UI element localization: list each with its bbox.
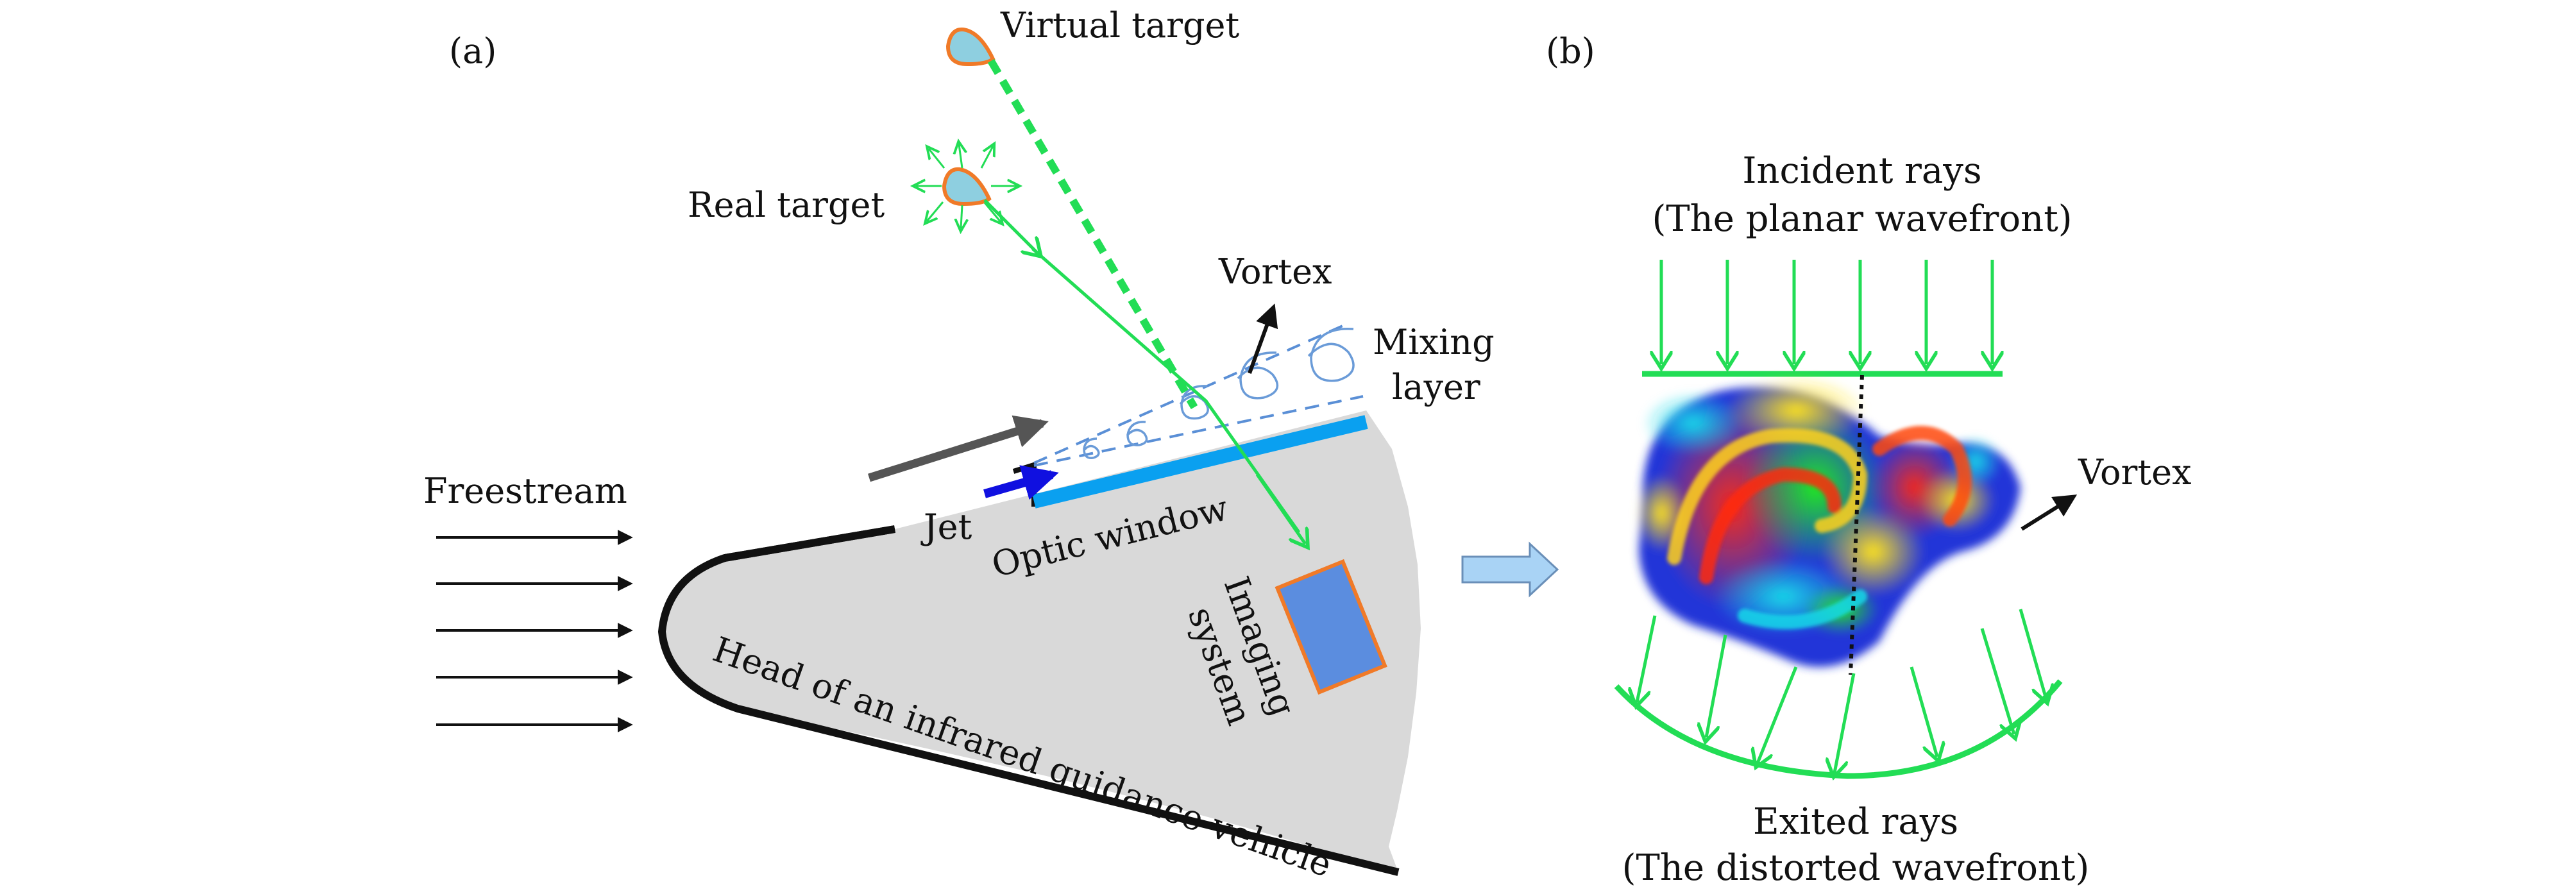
incident-rays-sublabel: (The planar wavefront): [1652, 198, 2072, 240]
vortex-label: Vortex: [1218, 251, 1332, 292]
real-target-emission-arrows: [916, 144, 1017, 228]
real-ray-arrow-icon: [1255, 473, 1305, 544]
vortex-label-b: Vortex: [2078, 452, 2191, 493]
mixing-layer-label-line2: layer: [1392, 367, 1480, 407]
panel-b-label: (b): [1546, 31, 1595, 71]
vortex-pointer-arrow-icon: [2021, 494, 2078, 531]
exited-ray-arrow-icon: [1910, 666, 1937, 757]
virtual-target-label: Virtual target: [1000, 5, 1239, 46]
exited-ray-arrow-icon: [1980, 628, 2014, 734]
incident-ray-arrows: [1661, 260, 1992, 364]
distorted-wavefront: [1614, 679, 2063, 779]
panel-a: (a): [423, 5, 1495, 885]
virtual-ray: [987, 58, 1198, 410]
exited-rays-label: Exited rays: [1753, 801, 1958, 843]
vehicle-head-body: [662, 410, 1421, 875]
flow-direction-arrow-icon: [868, 415, 1049, 482]
vortex-icon: [1083, 437, 1100, 459]
real-target-icon: [942, 167, 992, 207]
vehicle-upper-edge: [724, 525, 896, 562]
exited-ray-arrow-icon: [2019, 609, 2046, 699]
jet-arrow-icon: [983, 465, 1059, 500]
mixing-layer-vortices: [1083, 327, 1355, 459]
jet-label: Jet: [920, 507, 972, 547]
incident-rays-label: Incident rays: [1742, 150, 1981, 192]
exited-ray-arrows: [1637, 609, 2046, 773]
real-ray: [983, 199, 1038, 253]
optic-window: [1032, 415, 1368, 509]
vortex-icon: [1237, 351, 1279, 400]
vortex-icon: [1179, 385, 1209, 420]
mixing-layer-lower-boundary: [1033, 395, 1364, 467]
vortex-pointer-arrow-icon: [1248, 303, 1278, 375]
mixing-layer-label-line1: Mixing: [1373, 322, 1495, 362]
virtual-target-icon: [945, 27, 996, 67]
freestream-arrows: [436, 530, 633, 732]
real-target-label: Real target: [688, 185, 885, 225]
imaging-system: [1275, 559, 1387, 695]
vortex-icon: [1126, 421, 1148, 446]
exited-ray-arrow-icon: [1835, 673, 1856, 773]
exited-ray-arrow-icon: [1758, 666, 1798, 763]
vehicle-head-outline: [658, 525, 1400, 876]
exited-rays-sublabel: (The distorted wavefront): [1622, 847, 2090, 889]
exited-ray-arrow-icon: [1706, 634, 1727, 738]
ray-through-vortex: [1849, 375, 1864, 675]
panel-a-label: (a): [449, 31, 496, 71]
mixing-layer-upper-boundary: [1033, 323, 1348, 464]
vortex-field-image: [1636, 375, 2021, 667]
freestream-label: Freestream: [423, 471, 627, 511]
vortex-icon: [1307, 327, 1355, 382]
panel-b: (b) Incident rays (The planar wavefront): [1546, 31, 2191, 889]
exited-ray-arrow-icon: [1637, 615, 1657, 702]
transition-arrow-icon: [1461, 541, 1559, 598]
